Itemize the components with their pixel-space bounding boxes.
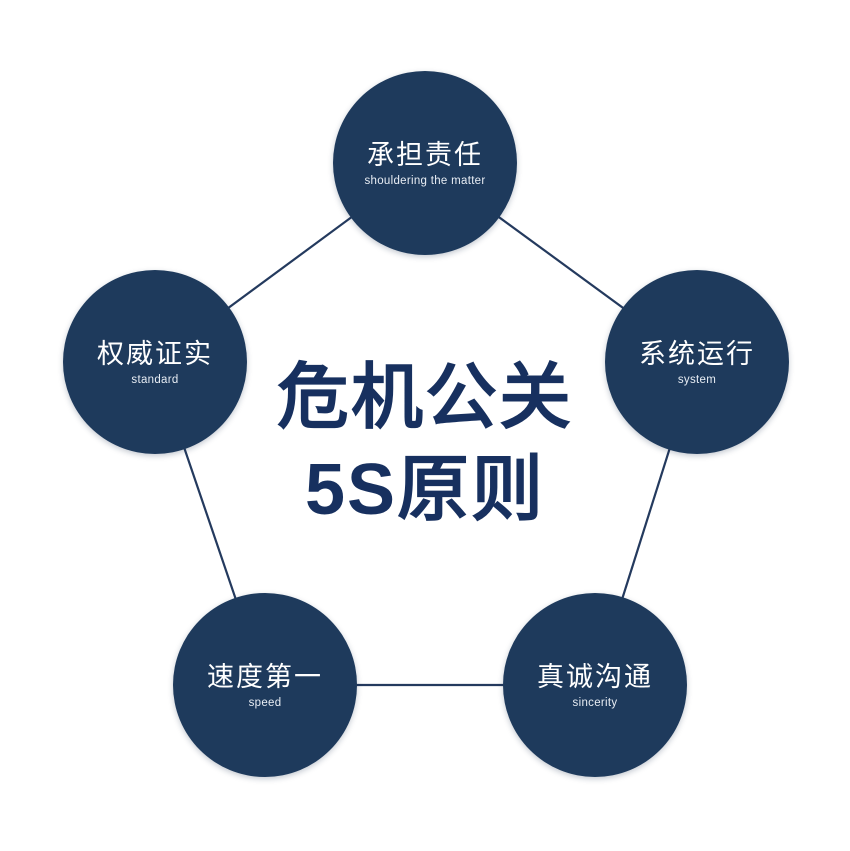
node-label-en: shouldering the matter bbox=[364, 175, 486, 188]
node-system: 系统运行 system bbox=[605, 270, 789, 454]
node-label-en: system bbox=[677, 374, 717, 387]
node-sincerity: 真诚沟通 sincerity bbox=[503, 593, 687, 777]
node-label-en: standard bbox=[131, 374, 179, 387]
node-label-zh: 系统运行 bbox=[639, 338, 755, 369]
node-label-zh: 承担责任 bbox=[367, 139, 483, 170]
node-label-zh: 真诚沟通 bbox=[537, 661, 653, 692]
node-label-zh: 权威证实 bbox=[97, 338, 213, 369]
diagram-title-line1: 危机公关 bbox=[276, 358, 573, 438]
node-label-en: speed bbox=[248, 697, 282, 710]
diagram-title-line2: 5S原则 bbox=[304, 450, 546, 531]
node-shouldering-the-matter: 承担责任 shouldering the matter bbox=[333, 71, 517, 255]
diagram-title: 危机公关 5S原则 bbox=[0, 352, 850, 536]
node-speed: 速度第一 speed bbox=[173, 593, 357, 777]
node-label-en: sincerity bbox=[572, 697, 618, 710]
node-standard: 权威证实 standard bbox=[63, 270, 247, 454]
node-label-zh: 速度第一 bbox=[207, 661, 323, 692]
